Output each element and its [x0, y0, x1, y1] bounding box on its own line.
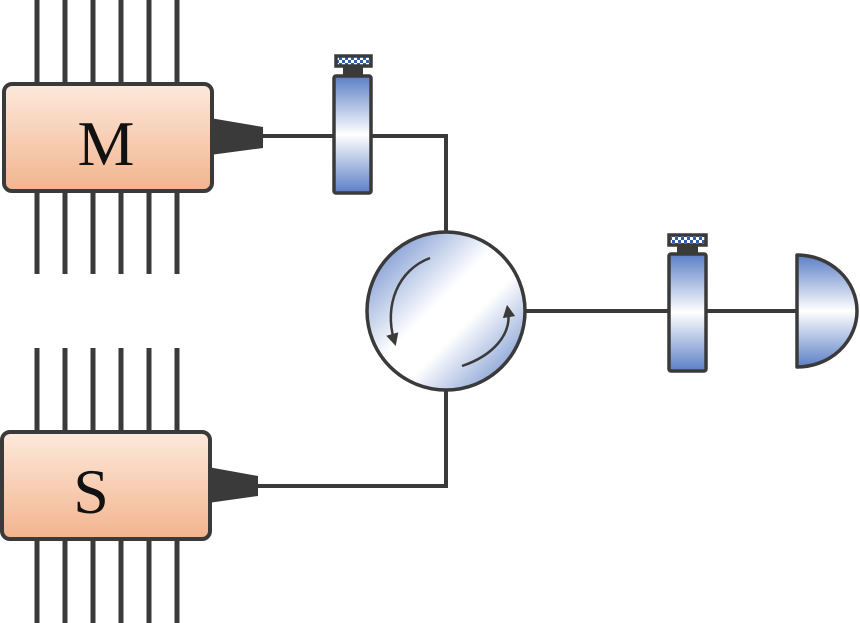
pc1-knob-cap [334, 54, 373, 68]
pc1-knob-stem [343, 66, 363, 76]
polarization-controller-icon [667, 233, 708, 373]
photodetector-icon [795, 253, 859, 369]
laser-master-label: M [78, 108, 135, 179]
laser-master-output-taper [210, 118, 263, 155]
laser-slave-output-taper [208, 467, 258, 503]
pc2-body [667, 252, 708, 373]
laser-slave: S [0, 348, 258, 623]
polarization-controller-icon [332, 54, 373, 195]
laser-master-pins [34, 0, 180, 274]
detector-dome [795, 253, 859, 369]
laser-slave-pins [34, 348, 180, 623]
laser-master: M [2, 0, 263, 274]
fiber-connections [257, 134, 797, 488]
pc2-knob-cap [667, 233, 708, 247]
optical-circulator-icon [365, 230, 527, 392]
fiber-pc1-to-circulator [371, 134, 448, 232]
laser-slave-label: S [73, 456, 109, 527]
pc1-body [332, 74, 373, 195]
fiber-slave-to-circulator [257, 389, 448, 488]
circulator-body [365, 230, 527, 392]
pc2-knob-stem [677, 245, 698, 254]
circulator-arrow-right [461, 304, 516, 368]
circulator-arrow-left [386, 256, 431, 347]
